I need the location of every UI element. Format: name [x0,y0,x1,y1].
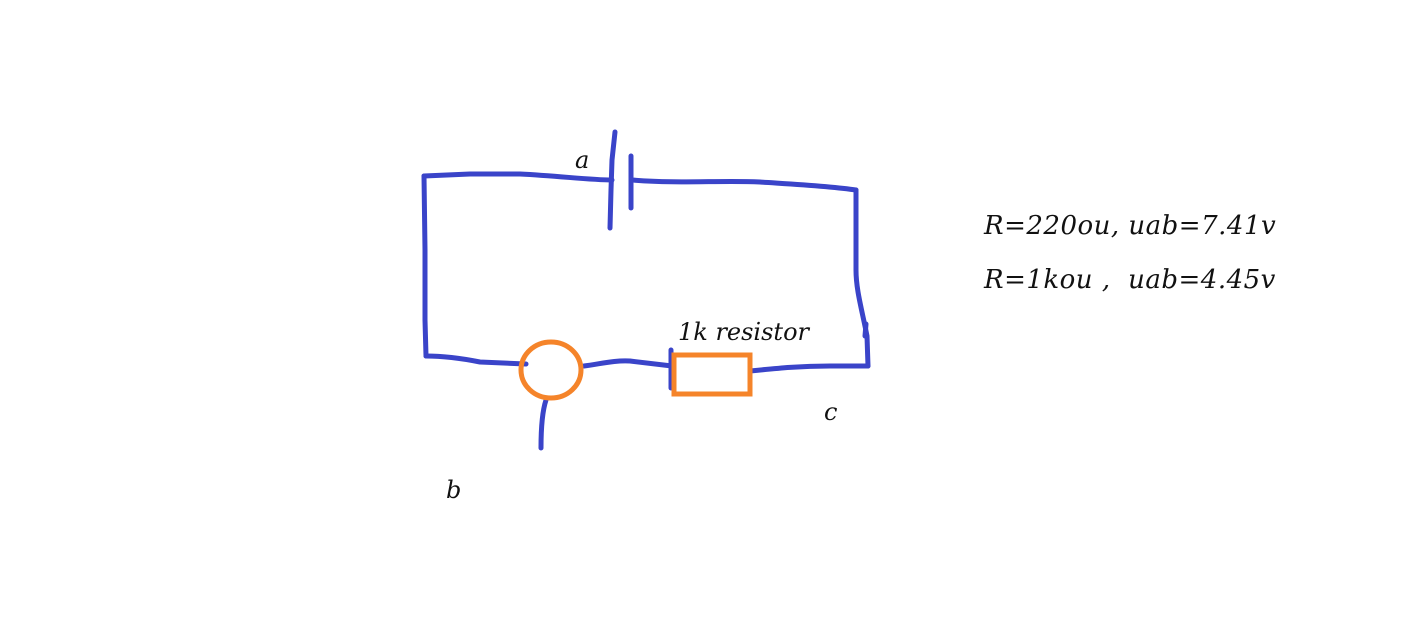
wire-meter-to-resistor [581,358,675,369]
node-label-c: c [824,398,837,426]
resistor-symbol [671,352,753,397]
circuit-wires [421,129,871,451]
node-label-a: a [575,146,589,174]
probe-lead-b [538,397,549,451]
measurement-notes: R=220ou, uab=7.41v R=1kou , uab=4.45v [983,211,1276,295]
node-labels: a b c 1k resistor [446,146,837,504]
bottom-left-wire [423,353,529,367]
measurement-note-1k: R=1kou , uab=4.45v [983,265,1276,295]
left-wire [421,173,429,359]
top-left-wire [421,171,615,183]
resistor-label: 1k resistor [678,318,811,346]
right-wire-tick [862,321,869,339]
meter-symbol [518,339,584,401]
circuit-components [518,339,753,401]
node-label-b: b [446,476,461,504]
measurement-note-220: R=220ou, uab=7.41v [983,211,1276,241]
top-right-wire [629,177,859,193]
wire-resistor-to-right [747,363,871,374]
battery-long-plate [607,129,618,231]
